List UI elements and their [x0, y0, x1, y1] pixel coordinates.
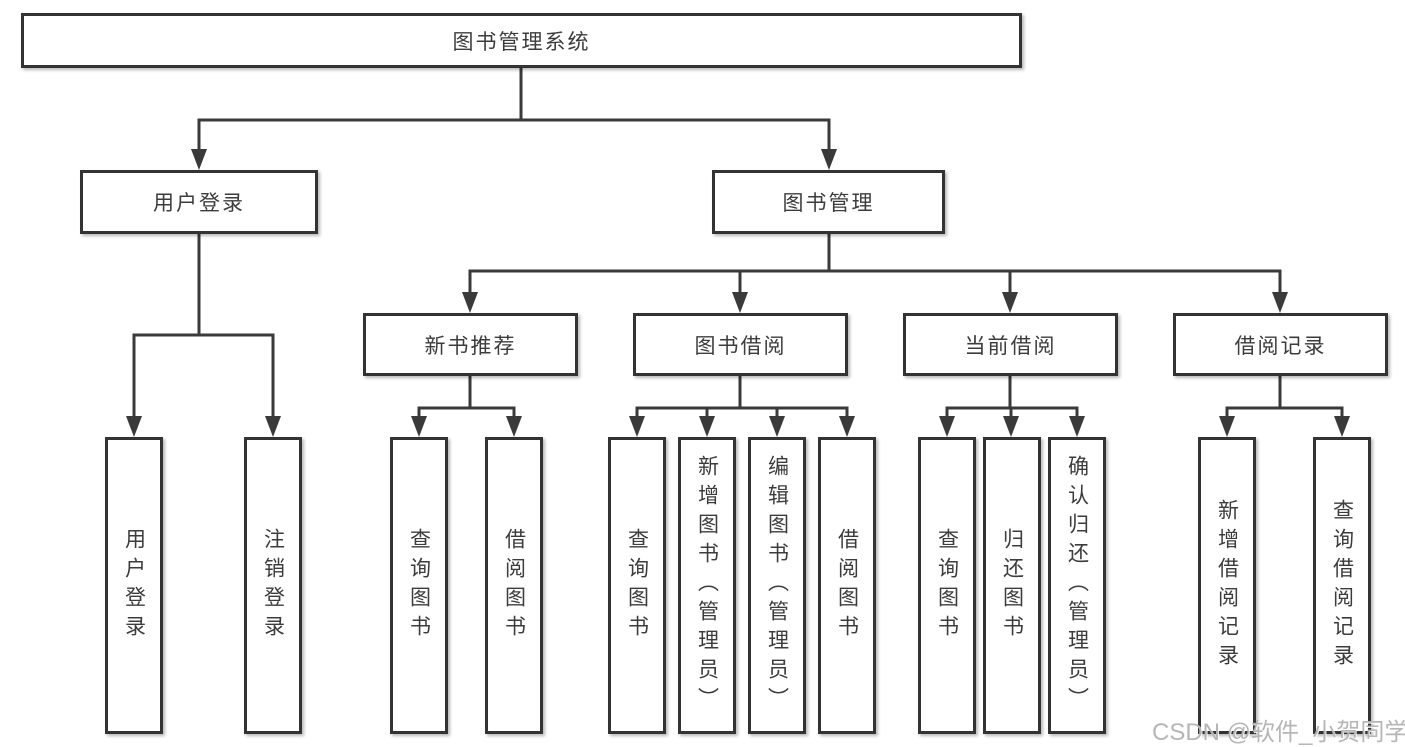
leaf-query-books-recommend: 查询图书: [390, 437, 448, 734]
leaf-query-books-borrowing: 查询图书: [608, 437, 666, 734]
leaf-logout: 注销登录: [244, 437, 302, 734]
arrow-down-icon: [839, 416, 855, 437]
arrow-down-icon: [1334, 416, 1350, 437]
watermark: CSDN @软件_小贺同学: [1152, 719, 1405, 746]
leaf-add-book-admin: 新增图书（管理员）: [678, 437, 736, 734]
node-user-login: 用户登录: [80, 170, 318, 234]
leaf-add-borrow-record: 新增借阅记录: [1198, 437, 1256, 734]
arrow-down-icon: [265, 416, 281, 437]
leaf-label: 新增图书（管理员）: [695, 455, 719, 716]
leaf-user-login: 用户登录: [105, 437, 163, 734]
arrow-down-icon: [411, 416, 427, 437]
leaf-label: 新增借阅记录: [1215, 498, 1239, 673]
arrow-down-icon: [939, 416, 955, 437]
arrow-down-icon: [1219, 416, 1235, 437]
node-new-book-recommend: 新书推荐: [363, 313, 578, 376]
leaf-query-books-current: 查询图书: [918, 437, 976, 734]
arrow-down-icon: [821, 149, 837, 170]
leaf-label: 用户登录: [122, 527, 146, 644]
arrow-down-icon: [1069, 416, 1085, 437]
arrow-down-icon: [629, 416, 645, 437]
leaf-label: 归还图书: [1000, 527, 1024, 644]
arrow-down-icon: [769, 416, 785, 437]
leaf-query-borrow-record: 查询借阅记录: [1313, 437, 1371, 734]
connector-line: [132, 66, 1344, 422]
arrow-down-icon: [191, 149, 207, 170]
leaf-label: 编辑图书（管理员）: [765, 455, 789, 716]
leaf-edit-book-admin: 编辑图书（管理员）: [748, 437, 806, 734]
arrow-down-icon: [699, 416, 715, 437]
leaf-label: 借阅图书: [502, 527, 526, 644]
leaf-label: 查询图书: [935, 527, 959, 644]
leaf-return-book: 归还图书: [983, 437, 1041, 734]
leaf-label: 查询借阅记录: [1330, 498, 1354, 673]
arrow-down-icon: [462, 292, 478, 313]
leaf-label: 注销登录: [261, 527, 285, 644]
arrowheads: [126, 149, 1350, 437]
leaf-label: 借阅图书: [835, 527, 859, 644]
leaf-label: 查询图书: [625, 527, 649, 644]
node-book-borrowing: 图书借阅: [633, 313, 848, 376]
arrow-down-icon: [506, 416, 522, 437]
node-root-system: 图书管理系统: [21, 13, 1022, 68]
leaf-label: 查询图书: [407, 527, 431, 644]
leaf-borrow-books: 借阅图书: [818, 437, 876, 734]
arrow-down-icon: [732, 292, 748, 313]
node-current-borrowing: 当前借阅: [903, 313, 1118, 376]
arrow-down-icon: [1272, 292, 1288, 313]
arrow-down-icon: [1002, 292, 1018, 313]
arrow-down-icon: [1003, 416, 1019, 437]
node-book-management: 图书管理: [712, 170, 945, 234]
leaf-borrow-books-recommend: 借阅图书: [485, 437, 543, 734]
arrow-down-icon: [126, 416, 142, 437]
leaf-label: 确认归还（管理员）: [1065, 455, 1089, 716]
node-borrow-records: 借阅记录: [1173, 313, 1388, 376]
leaf-confirm-return-admin: 确认归还（管理员）: [1048, 437, 1106, 734]
